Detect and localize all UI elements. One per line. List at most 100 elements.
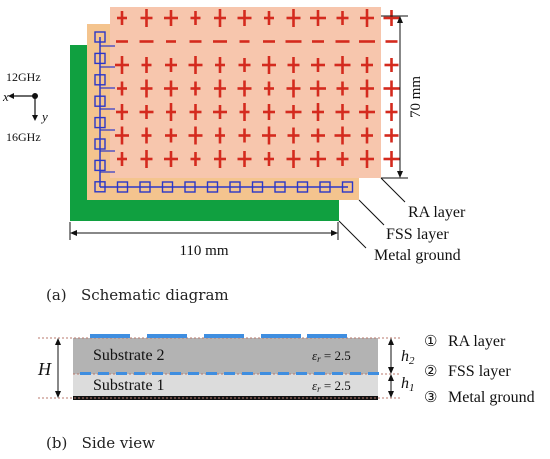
ra-cross-element xyxy=(312,103,324,121)
ra-cross-element xyxy=(238,58,251,72)
fss-patch xyxy=(98,372,109,375)
ra-cross-element xyxy=(360,9,374,27)
ra-cross-element xyxy=(360,79,374,98)
freq-top-label: 12GHz xyxy=(6,70,41,84)
fss-square-element xyxy=(229,181,241,193)
ra-cross-element xyxy=(139,105,154,119)
fss-square-element xyxy=(206,181,219,193)
substrate-2-label: Substrate 2 xyxy=(93,347,165,364)
ra-cross-element xyxy=(190,152,201,166)
legend-ra-label: RA layer xyxy=(448,333,506,350)
ra-cross-element xyxy=(310,80,326,97)
ra-cross-element xyxy=(287,57,300,73)
metal-ground-horizontal-strip xyxy=(70,199,339,221)
fss-patch-row xyxy=(80,372,379,375)
ra-cross-element xyxy=(215,127,225,144)
ra-cross-element xyxy=(237,151,252,167)
ra-cross-element xyxy=(334,56,351,74)
ra-cross-element xyxy=(311,128,325,143)
ra-cross-element xyxy=(385,103,398,121)
substrate-1-permittivity: εr = 2.5 xyxy=(312,378,351,394)
legend-metal-label: Metal ground xyxy=(448,389,535,406)
ra-patch xyxy=(261,334,301,338)
substrate-1-label: Substrate 1 xyxy=(93,377,165,394)
ra-cross-element xyxy=(263,104,275,120)
ra-cross-element xyxy=(215,57,225,73)
ra-callout-line xyxy=(380,177,406,203)
legend-fss-label: FSS layer xyxy=(448,363,511,380)
ra-cross-element xyxy=(285,105,302,119)
ra-cross-element xyxy=(164,10,178,26)
width-dim-arrow-right xyxy=(331,230,338,236)
ra-cross-element xyxy=(190,81,201,96)
ra-cross-element xyxy=(383,10,400,26)
fss-square-element xyxy=(319,181,331,193)
ra-cross-element xyxy=(238,128,251,143)
ra-cross-element xyxy=(116,104,128,120)
substrate-2-layer xyxy=(73,338,378,374)
fss-square-element xyxy=(94,181,106,193)
ra-patch xyxy=(90,334,130,338)
ra-cross-element xyxy=(336,81,349,96)
x-axis-arrowhead xyxy=(8,93,14,99)
ra-cross-element xyxy=(264,152,274,166)
ra-cross-element xyxy=(140,150,153,168)
height-dim-arrow-bottom xyxy=(397,171,403,178)
fss-square-element xyxy=(94,138,106,150)
ra-cross-element xyxy=(336,11,349,25)
h2-arrow-top xyxy=(388,338,394,345)
fss-square-element xyxy=(184,181,196,193)
fss-patch xyxy=(368,372,379,375)
ra-patch xyxy=(307,334,347,338)
ra-cross-element xyxy=(140,9,153,27)
ra-cross-element xyxy=(310,151,326,167)
ra-patch-row xyxy=(90,334,347,338)
fss-patch xyxy=(170,372,181,375)
ra-cross-element xyxy=(361,57,373,73)
ra-callout-label: RA layer xyxy=(408,204,466,221)
fss-square-element xyxy=(296,181,309,193)
ra-cross-element xyxy=(384,128,399,143)
ra-cross-element xyxy=(359,105,375,119)
ra-cross-element xyxy=(188,126,203,145)
ra-cross-element xyxy=(286,79,301,98)
ra-cross-element xyxy=(262,56,276,74)
ra-cross-element xyxy=(264,11,274,25)
freq-bottom-label: 16GHz xyxy=(6,130,41,144)
substrate-1-layer xyxy=(73,374,378,398)
substrate-2-permittivity: εr = 2.5 xyxy=(312,348,351,364)
ra-cross-element xyxy=(117,11,127,25)
fss-patch xyxy=(260,372,271,375)
ra-cross-element xyxy=(214,9,226,27)
h1-arrow-top xyxy=(388,374,394,381)
ra-patch xyxy=(147,334,187,338)
fss-square-element xyxy=(94,31,106,43)
legend-metal-number: ③ xyxy=(424,390,437,406)
h2-label: h2 xyxy=(401,348,415,367)
ra-cross-element xyxy=(336,152,349,166)
coordinate-axes: 12GHz x y 16GHz xyxy=(2,70,48,144)
fss-patch xyxy=(296,372,307,375)
ra-cross-element xyxy=(164,151,178,167)
fss-patch xyxy=(80,372,91,375)
panel-b-caption: (b) Side view xyxy=(46,434,155,452)
ra-cross-element xyxy=(286,150,301,168)
panel-a-schematic: 12GHz x y 16GHz 70 mm 110 mm xyxy=(2,7,466,304)
ra-cross-element xyxy=(239,103,250,121)
ra-cross-element xyxy=(165,128,177,143)
fss-square-element xyxy=(274,181,286,193)
ra-cross-element xyxy=(237,10,252,26)
fss-square-element xyxy=(139,181,151,193)
ra-cross-element xyxy=(311,58,325,72)
fss-element-array xyxy=(94,31,354,193)
total-thickness-dimension: H xyxy=(37,338,61,398)
width-dimension: 110 mm xyxy=(69,222,339,259)
y-axis-label: y xyxy=(40,109,48,124)
legend-fss-number: ② xyxy=(424,364,437,380)
fss-patch xyxy=(314,372,325,375)
ra-cross-element xyxy=(214,79,226,98)
fss-square-element xyxy=(94,95,106,107)
H-arrow-top xyxy=(55,338,61,345)
ra-cross-element xyxy=(213,105,227,119)
